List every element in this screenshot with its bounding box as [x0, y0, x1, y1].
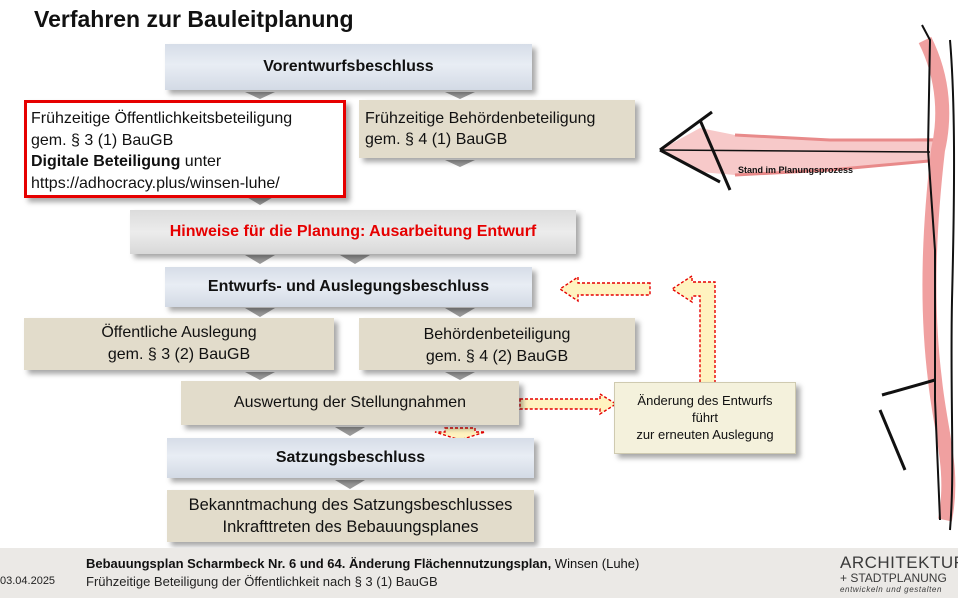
vorentwurfsbeschluss-label: Vorentwurfsbeschluss	[263, 58, 434, 75]
footer-project-line: Bebauungsplan Scharmbeck Nr. 6 und 64. Ä…	[86, 556, 639, 571]
logo-line2: + STADTPLANUNG	[840, 571, 947, 585]
footer-subtitle: Frühzeitige Beteiligung der Öffentlichke…	[86, 574, 438, 589]
digital-participation-label: Digitale Beteiligung	[31, 153, 181, 170]
oeff-early-line2: gem. § 3 (1) BauGB	[31, 131, 174, 149]
logo-line1: ARCHITEKTUR	[840, 553, 958, 572]
aenderung-line3: zur erneuten Auslegung	[636, 427, 774, 442]
pencil-arrow-icon	[659, 110, 941, 191]
satzungsbeschluss-label: Satzungsbeschluss	[275, 449, 426, 466]
stand-label: Stand im Planungsprozess	[738, 165, 854, 175]
beh2-line1: Behördenbeteiligung	[423, 326, 571, 343]
digital-participation-suffix: unter	[180, 153, 222, 170]
oeff-early-line1: Frühzeitige Öffentlichkeitsbeteiligung	[31, 110, 293, 127]
oeffentliche-auslegung-box: Öffentliche Auslegung gem. § 3 (2) BauGB	[24, 318, 334, 370]
behoerdenbeteiligung-early-box: Frühzeitige Behördenbeteiligung gem. § 4…	[359, 100, 635, 158]
behoerdenbeteiligung-box: Behördenbeteiligung gem. § 4 (2) BauGB	[359, 318, 635, 370]
beh-early-line2: gem. § 4 (1) BauGB	[365, 131, 508, 148]
footer-date: 03.04.2025	[0, 575, 56, 587]
bekannt-line1: Bekanntmachung des Satzungsbeschlusses	[188, 496, 513, 514]
hinweise-box: Hinweise für die Planung: Ausarbeitung E…	[130, 210, 576, 254]
entwurfsbeschluss-label: Entwurfs- und Auslegungsbeschluss	[207, 278, 490, 295]
bekanntmachung-box: Bekanntmachung des Satzungsbeschlusses I…	[167, 490, 534, 542]
hinweise-label: Hinweise für die Planung: Ausarbeitung E…	[169, 223, 537, 240]
oeff-ausl-line1: Öffentliche Auslegung	[101, 324, 257, 341]
logo-tagline: entwickeln und gestalten	[840, 585, 943, 594]
entwurfsbeschluss-box: Entwurfs- und Auslegungsbeschluss	[165, 267, 532, 307]
flow-connectors	[245, 92, 475, 489]
beh2-line2: gem. § 4 (2) BauGB	[425, 348, 569, 365]
bekannt-line2: Inkrafttreten des Bebauungsplanes	[222, 518, 479, 536]
auswertung-label: Auswertung der Stellungnahmen	[233, 394, 467, 411]
aenderung-line2: führt	[691, 410, 718, 425]
status-indicator-graphic	[245, 24, 956, 531]
aenderung-note: Änderung des Entwurfs führt zur erneuten…	[614, 382, 796, 454]
aenderung-line1: Änderung des Entwurfs	[637, 393, 773, 408]
progress-bracket-icon	[878, 24, 956, 531]
page-title: Verfahren zur Bauleitplanung	[34, 6, 354, 32]
feedback-arrows	[434, 274, 716, 441]
footer-project-title: Bebauungsplan Scharmbeck Nr. 6 und 64. Ä…	[86, 556, 552, 571]
oeff-ausl-line2: gem. § 3 (2) BauGB	[107, 346, 251, 363]
vorentwurfsbeschluss-box: Vorentwurfsbeschluss	[165, 44, 532, 90]
satzungsbeschluss-box: Satzungsbeschluss	[167, 438, 534, 478]
oeff-early-line3: Digitale Beteiligung unter	[31, 151, 343, 173]
auswertung-box: Auswertung der Stellungnahmen	[181, 381, 519, 425]
footer-bar	[0, 548, 958, 598]
footer-project-location: Winsen (Luhe)	[551, 556, 640, 571]
beh-early-line1: Frühzeitige Behördenbeteiligung	[365, 110, 596, 127]
oeffentlichkeitsbeteiligung-early-box: Frühzeitige Öffentlichkeitsbeteiligung g…	[24, 100, 346, 198]
participation-url-link[interactable]: https://adhocracy.plus/winsen-luhe/	[31, 174, 280, 192]
